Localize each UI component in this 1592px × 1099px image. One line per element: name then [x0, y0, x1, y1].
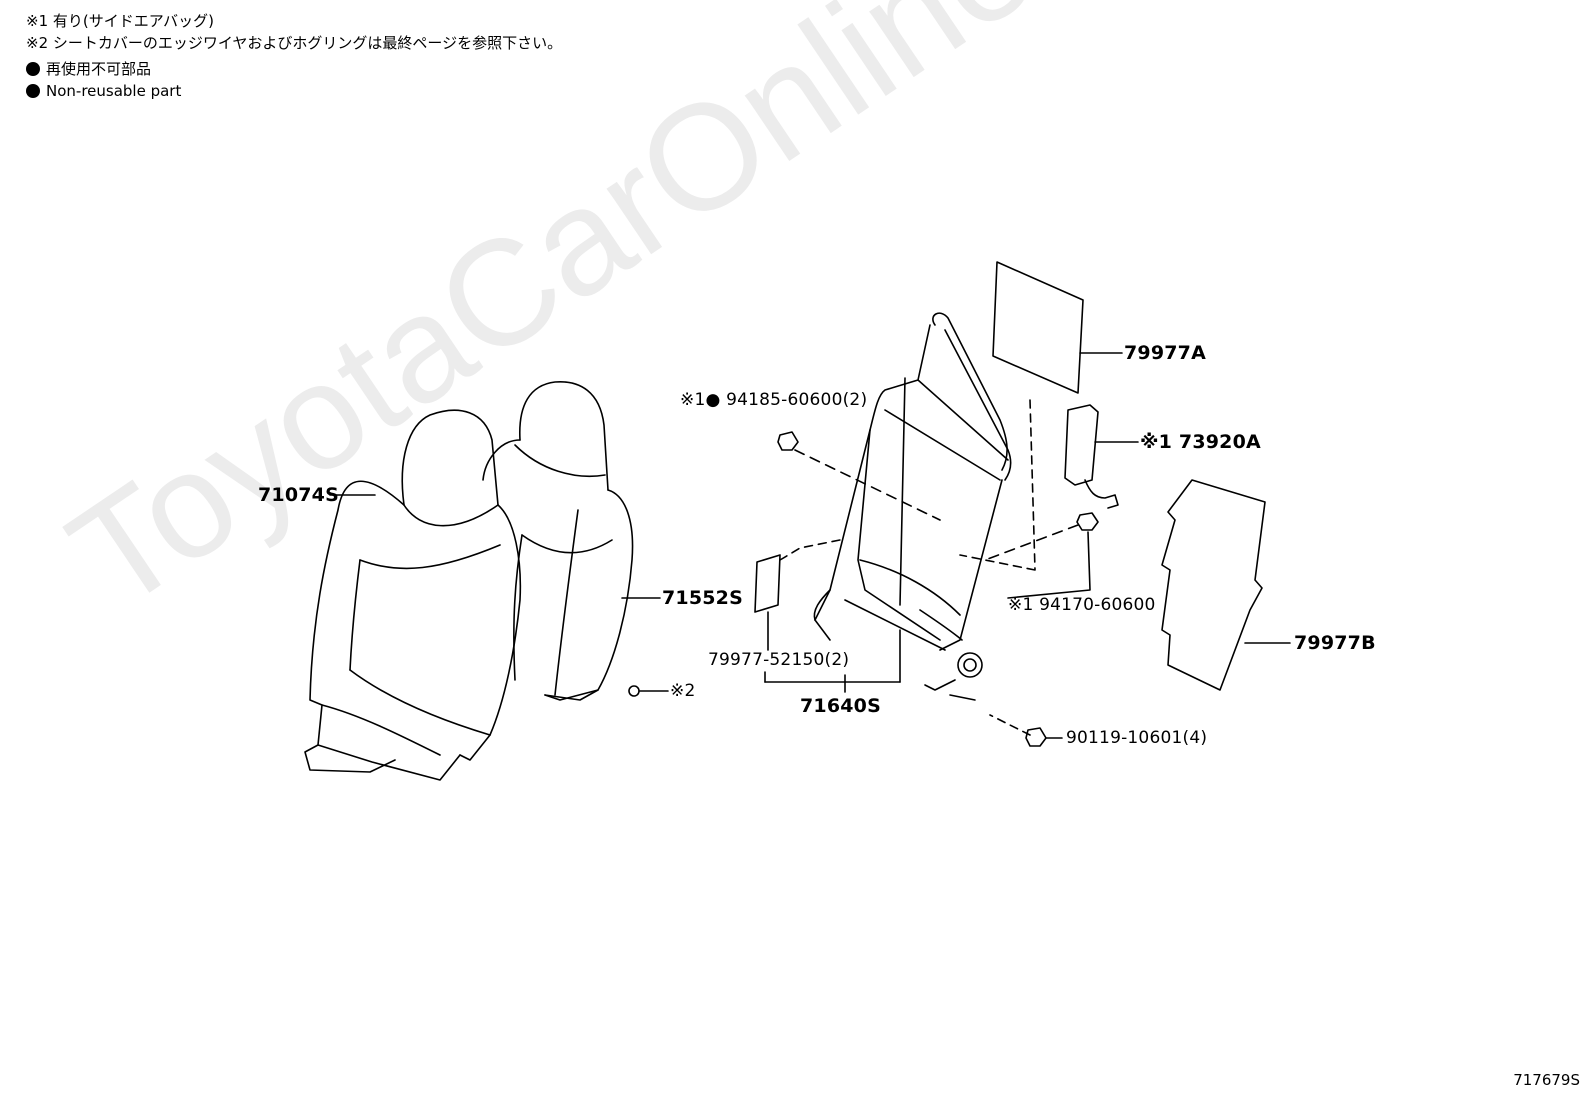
label-94185: ※1● 94185-60600(2)	[680, 390, 868, 410]
note-1: ※1 有り(サイドエアバッグ)	[26, 12, 214, 30]
label-79977-52150: 79977-52150(2)	[708, 650, 850, 670]
label-71640S: 71640S	[800, 695, 881, 717]
legend-jp-text: 再使用不可部品	[46, 60, 152, 78]
pad-79977-52150	[754, 539, 841, 651]
nut-94185	[777, 431, 941, 521]
seat-cover-71552S	[482, 381, 634, 701]
label-79977B: 79977B	[1294, 632, 1376, 654]
label-79977A: 79977A	[1124, 342, 1207, 364]
diagram-reference-id: 717679S	[1513, 1071, 1580, 1089]
label-71074S: 71074S	[258, 484, 339, 506]
bolt-90119	[989, 714, 1063, 747]
label-73920A: ※1 73920A	[1140, 431, 1261, 453]
non-reusable-dot-icon	[26, 84, 40, 98]
pad-79977B	[1161, 479, 1291, 691]
pad-79977A	[992, 261, 1123, 394]
bracket-71640S	[764, 629, 901, 693]
non-reusable-dot-icon	[26, 62, 40, 76]
label-71552S: 71552S	[662, 587, 743, 609]
label-90119: 90119-10601(4)	[1066, 728, 1208, 748]
airbag-73920A	[959, 399, 1139, 571]
legend-jp: 再使用不可部品	[26, 58, 562, 80]
label-94170: ※1 94170-60600	[1008, 595, 1156, 615]
hog-ring	[628, 685, 640, 697]
seat-cover-71074S	[304, 409, 522, 781]
seatback-frame-71640S	[813, 312, 1012, 701]
legend-en: Non-reusable part	[26, 80, 562, 102]
label-hog-ring: ※2	[670, 681, 696, 701]
nut-94170	[984, 512, 1099, 599]
legend-en-text: Non-reusable part	[46, 82, 182, 100]
note-2: ※2 シートカバーのエッジワイヤおよびホグリングは最終ページを参照下さい。	[26, 34, 563, 52]
notes-block: ※1 有り(サイドエアバッグ) ※2 シートカバーのエッジワイヤおよびホグリング…	[26, 10, 562, 102]
